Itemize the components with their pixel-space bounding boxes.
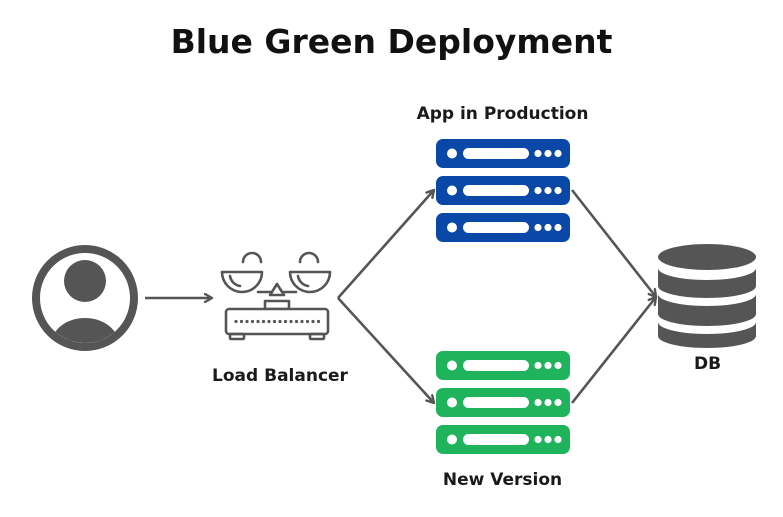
server-led <box>447 185 457 196</box>
port-dot <box>305 319 310 324</box>
server-dot <box>554 149 562 158</box>
port-dot <box>278 319 282 324</box>
port-dot <box>289 319 293 324</box>
database-icon <box>658 244 756 348</box>
port-dot <box>250 319 255 324</box>
server-slot <box>463 185 529 196</box>
server-led <box>447 148 457 159</box>
load-balancer-ports <box>234 319 321 324</box>
server-dot <box>544 186 552 195</box>
port-dot <box>316 319 321 324</box>
port-dot <box>261 319 266 324</box>
server-dot <box>544 435 552 444</box>
new-version-label: New Version <box>442 470 563 490</box>
server-led <box>447 360 457 371</box>
server-dot <box>554 435 562 444</box>
edge-production-to-db <box>570 189 656 297</box>
server-unit <box>436 351 570 380</box>
server-dot <box>544 398 552 407</box>
load-balancer-icon <box>220 251 332 341</box>
production-label: App in Production <box>416 104 589 124</box>
server-unit <box>436 388 570 417</box>
server-dot <box>534 361 542 370</box>
load-balancer-label: Load Balancer <box>212 366 348 386</box>
port-dot <box>311 319 315 324</box>
server-dot <box>554 361 562 370</box>
server-dot <box>544 361 552 370</box>
port-dot <box>239 319 244 324</box>
edge-load-balancer-to-new-version <box>337 297 434 403</box>
server-dot <box>534 398 542 407</box>
user-icon <box>32 245 138 351</box>
port-dot <box>234 319 238 324</box>
server-led <box>447 222 457 233</box>
port-dot <box>283 319 288 324</box>
server-dot <box>554 186 562 195</box>
diagram-title: Blue Green Deployment <box>170 22 613 61</box>
port-dot <box>267 319 271 324</box>
server-unit <box>436 213 570 242</box>
server-dot <box>534 223 542 232</box>
production-server-stack <box>436 139 570 242</box>
server-slot <box>463 148 529 159</box>
server-unit <box>436 139 570 168</box>
server-slot <box>463 397 529 408</box>
edge-new-version-to-db <box>570 297 656 404</box>
server-slot <box>463 222 529 233</box>
server-led <box>447 434 457 445</box>
server-led <box>447 397 457 408</box>
server-slot <box>463 360 529 371</box>
port-dot <box>294 319 299 324</box>
port-dot <box>256 319 260 324</box>
server-unit <box>436 176 570 205</box>
server-dot <box>534 186 542 195</box>
server-dot <box>534 435 542 444</box>
server-dot <box>544 223 552 232</box>
port-dot <box>300 319 304 324</box>
db-label: DB <box>693 354 722 374</box>
new-version-server-stack <box>436 351 570 454</box>
server-slot <box>463 434 529 445</box>
server-dot <box>534 149 542 158</box>
server-dot <box>554 223 562 232</box>
server-dot <box>554 398 562 407</box>
server-dot <box>544 149 552 158</box>
server-unit <box>436 425 570 454</box>
port-dot <box>272 319 277 324</box>
edge-load-balancer-to-production <box>337 190 434 299</box>
port-dot <box>245 319 249 324</box>
